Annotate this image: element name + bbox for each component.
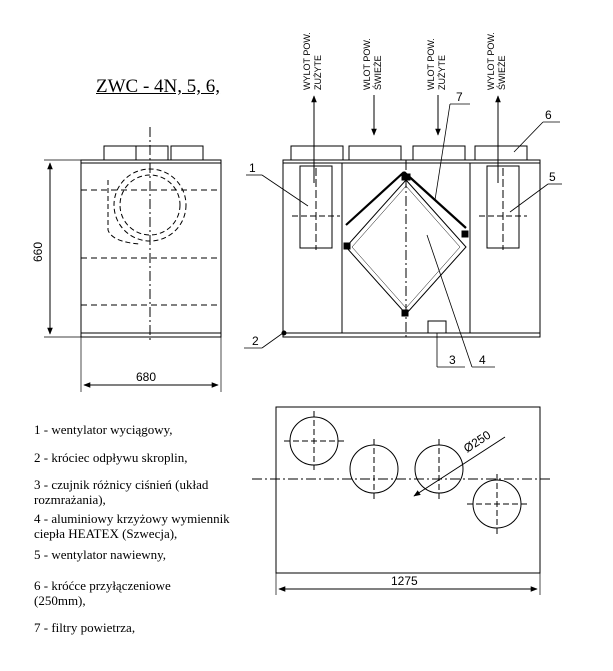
svg-text:WLOT POW.: WLOT POW. xyxy=(426,38,436,90)
callout-5: 5 xyxy=(549,170,556,184)
callout-2: 2 xyxy=(252,334,259,348)
legend-item-3: 3 - czujnik różnicy ciśnień (układ rozmr… xyxy=(34,477,209,507)
callout-leaders xyxy=(244,103,562,368)
top-view xyxy=(252,406,552,595)
svg-text:WYLOT POW.: WYLOT POW. xyxy=(486,32,496,90)
arrow-label-fresh-in: WLOT POW. ŚWIEŻE xyxy=(362,38,383,90)
svg-text:ZUŻYTE: ZUŻYTE xyxy=(313,55,323,90)
callout-4: 4 xyxy=(479,353,486,367)
front-view xyxy=(281,145,541,340)
legend-item-5: 5 - wentylator nawiewny, xyxy=(34,547,167,562)
callout-1: 1 xyxy=(249,161,256,175)
drawing-title: ZWC - 4N, 5, 6, xyxy=(96,76,221,97)
arrow-label-exhaust-in: WLOT POW. ZUŻYTE xyxy=(426,38,447,90)
dim-width-top: 1275 xyxy=(391,574,418,588)
arrow-label-group: WYLOT POW. ZUŻYTE WLOT POW. ŚWIEŻE WLOT … xyxy=(302,32,507,90)
svg-text:ZUŻYTE: ZUŻYTE xyxy=(437,55,447,90)
callout-numbers: 1 2 3 4 5 6 7 xyxy=(249,90,556,367)
dim-height: 660 xyxy=(31,242,45,262)
dim-diameter: Ø250 xyxy=(461,428,494,456)
legend-item-2: 2 - króciec odpływu skroplin, xyxy=(34,450,188,465)
svg-text:WYLOT POW.: WYLOT POW. xyxy=(302,32,312,90)
legend-item-6: 6 - króćce przyłączeniowe (250mm), xyxy=(34,578,171,608)
callout-3: 3 xyxy=(449,353,456,367)
svg-text:WLOT POW.: WLOT POW. xyxy=(362,38,372,90)
side-view xyxy=(44,127,222,392)
airflow-arrows xyxy=(311,95,501,183)
svg-text:ŚWIEŻE: ŚWIEŻE xyxy=(372,55,383,90)
callout-6: 6 xyxy=(545,108,552,122)
svg-text:ŚWIEŻE: ŚWIEŻE xyxy=(496,55,507,90)
callout-7: 7 xyxy=(456,90,463,104)
legend-item-1: 1 - wentylator wyciągowy, xyxy=(34,422,173,437)
legend-item-4: 4 - aluminiowy krzyżowy wymiennik ciepła… xyxy=(34,511,230,541)
arrow-label-fresh-out: WYLOT POW. ŚWIEŻE xyxy=(486,32,507,90)
arrow-label-exhaust-out: WYLOT POW. ZUŻYTE xyxy=(302,32,323,90)
dim-width-side: 680 xyxy=(136,370,156,384)
legend-item-7: 7 - filtry powietrza, xyxy=(34,620,136,635)
